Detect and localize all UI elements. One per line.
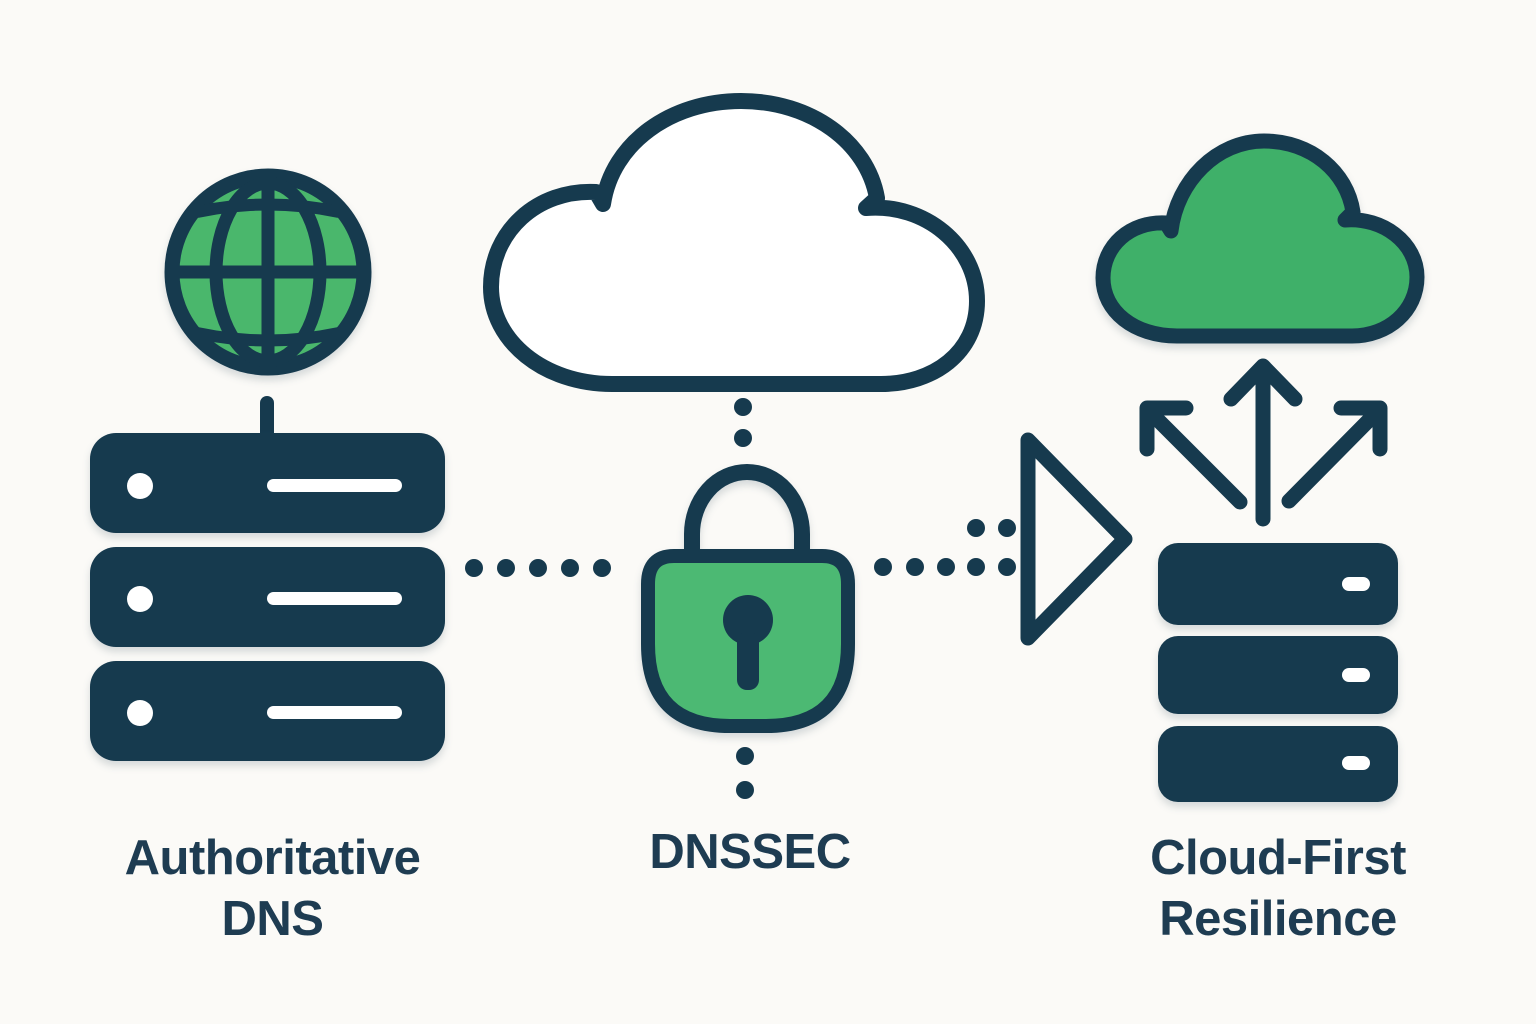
label-authoritative-dns: Authoritative DNS	[124, 831, 421, 946]
dot	[497, 559, 515, 577]
padlock-icon	[641, 464, 855, 733]
dotted-connector-cloud-lock	[734, 398, 752, 447]
play-triangle-icon	[1020, 432, 1133, 646]
dot	[937, 558, 955, 576]
dot	[736, 781, 754, 799]
dotted-connector-left	[465, 559, 611, 577]
dot	[736, 747, 754, 765]
server-stack-icon	[90, 433, 445, 761]
padlock-shackle	[684, 464, 810, 574]
dot	[874, 558, 892, 576]
server-slot	[267, 706, 402, 719]
dotted-connector-lock-bottom	[736, 747, 754, 799]
server-unit	[1158, 636, 1398, 714]
label-dnssec: DNSSEC	[649, 825, 851, 879]
dot	[561, 559, 579, 577]
server-unit	[1158, 543, 1398, 625]
server-slot	[267, 479, 402, 492]
server-led	[127, 473, 153, 499]
dot	[967, 558, 985, 576]
dot	[998, 558, 1016, 576]
globe-server-connector-stem	[260, 396, 274, 444]
label-cloud-first-resilience: Cloud-First Resilience	[1150, 831, 1406, 946]
triangle-outline	[1020, 432, 1133, 646]
server-unit	[1158, 726, 1398, 802]
cloud-outline-shape	[483, 93, 985, 392]
cloud-filled-icon	[1095, 133, 1425, 344]
cloud-outline-icon	[483, 93, 985, 392]
keyhole-stem	[737, 632, 759, 690]
keyhole-circle	[723, 595, 773, 645]
arrow-up-left	[1139, 400, 1248, 510]
server-slot	[1342, 577, 1370, 591]
arrow-up-right	[1281, 400, 1388, 509]
globe-latitude-bottom	[195, 327, 341, 347]
server-slot	[1342, 668, 1370, 682]
server-led	[127, 700, 153, 726]
resilience-server-stack-icon	[1158, 543, 1398, 802]
arrow-up	[1223, 358, 1303, 527]
dot	[967, 519, 985, 537]
dot	[998, 519, 1016, 537]
dot	[593, 559, 611, 577]
cloud-filled-shape	[1095, 133, 1425, 344]
dot	[465, 559, 483, 577]
fanout-arrows-icon	[1139, 358, 1388, 527]
dotted-connector-right	[874, 519, 1016, 576]
dot	[906, 558, 924, 576]
dot	[529, 559, 547, 577]
globe-icon	[164, 168, 372, 376]
globe-latitude-top	[195, 198, 341, 218]
server-slot	[267, 592, 402, 605]
server-led	[127, 586, 153, 612]
dot	[734, 429, 752, 447]
dot	[734, 398, 752, 416]
server-slot	[1342, 756, 1370, 770]
